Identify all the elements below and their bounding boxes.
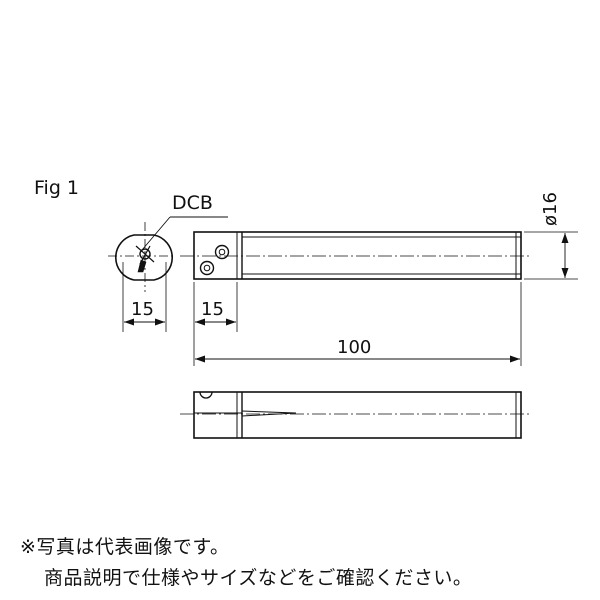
overall-dim-text: 100: [337, 337, 371, 358]
end-view-dim-text: 15: [131, 299, 154, 320]
note-representative-image: ※写真は代表画像です。: [20, 536, 230, 558]
top-view-notch: [199, 391, 213, 399]
side-view: [180, 231, 578, 366]
top-view-body: [193, 391, 522, 439]
figure-label: Fig 1: [34, 177, 79, 199]
end-view-hole: [139, 248, 151, 260]
dcb-label: DCB: [172, 192, 213, 214]
end-view-flute: [137, 259, 147, 273]
coolant-groove: [241, 410, 297, 417]
end-view: [108, 222, 176, 332]
top-view: [180, 391, 532, 439]
side-view-body: [193, 231, 522, 280]
dcb-leader: [141, 216, 228, 251]
diameter-dim-text: ø16: [540, 192, 561, 226]
screw-bottom: [199, 260, 215, 276]
clamp-dim-text: 15: [201, 299, 224, 320]
screw-top: [214, 244, 230, 260]
end-view-profile: [114, 234, 174, 281]
note-check-specifications: 商品説明で仕様やサイズなどをご確認ください。: [44, 567, 473, 589]
